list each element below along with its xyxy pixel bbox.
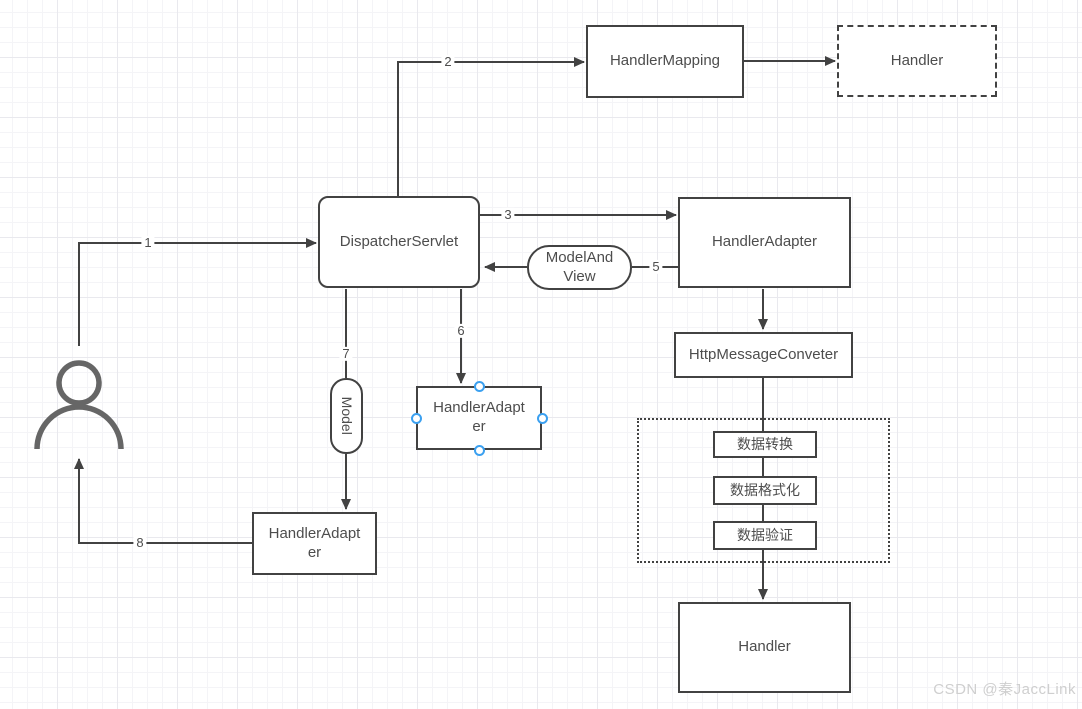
node-label: Model	[339, 396, 356, 436]
message-converter-group[interactable]	[637, 418, 890, 563]
node-label: Handler	[890, 51, 944, 69]
node-data-formatting[interactable]: 数据格式化	[713, 476, 817, 505]
edge-step8[interactable]	[74, 458, 252, 544]
node-label: HttpMessageConveter	[688, 345, 839, 363]
edge-label-6[interactable]: 6	[454, 323, 468, 339]
edge-label-1[interactable]: 1	[141, 235, 155, 251]
edge-label-3[interactable]: 3	[501, 207, 515, 223]
user-actor-icon[interactable]	[34, 360, 124, 450]
selection-handle-right[interactable]	[536, 412, 548, 424]
node-label: HandlerAdapter	[711, 233, 818, 251]
node-model[interactable]: Model	[330, 378, 363, 454]
selection-handle-bottom[interactable]	[473, 444, 485, 456]
node-label: DispatcherServlet	[339, 232, 459, 250]
node-data-conversion[interactable]: 数据转换	[713, 431, 817, 458]
node-label: 数据转换	[737, 435, 793, 452]
selection-handle-top[interactable]	[473, 380, 485, 392]
node-model-and-view[interactable]: ModelAnd View	[527, 245, 632, 290]
edge-step1[interactable]	[78, 238, 317, 346]
node-label: Handler	[738, 638, 791, 656]
node-handler-adapter-selected[interactable]: HandlerAdapt er	[416, 386, 542, 450]
selection-handle-left[interactable]	[410, 412, 422, 424]
edge-label-7[interactable]: 7	[339, 346, 353, 362]
node-label: 数据格式化	[730, 481, 800, 498]
node-dispatcher-servlet[interactable]: DispatcherServlet	[318, 196, 480, 288]
node-label: HandlerAdapt er	[433, 399, 525, 435]
node-data-validation[interactable]: 数据验证	[713, 521, 817, 550]
edge-label-8[interactable]: 8	[133, 535, 147, 551]
node-http-message-converter[interactable]: HttpMessageConveter	[674, 332, 853, 378]
edge-label-2[interactable]: 2	[441, 54, 455, 70]
node-handler-adapter-right[interactable]: HandlerAdapter	[678, 197, 851, 288]
node-handler-top[interactable]: Handler	[837, 25, 997, 97]
node-label: HandlerAdapt er	[268, 524, 361, 561]
node-handler-adapter-left[interactable]: HandlerAdapt er	[252, 512, 377, 575]
node-handler-mapping[interactable]: HandlerMapping	[586, 25, 744, 98]
node-label: HandlerMapping	[609, 52, 721, 70]
node-label: 数据验证	[737, 526, 793, 543]
node-label: ModelAnd View	[545, 248, 614, 285]
edge-label-5[interactable]: 5	[649, 259, 663, 275]
edge-step2[interactable]	[397, 57, 585, 196]
watermark: CSDN @秦JaccLink	[933, 681, 1076, 698]
node-handler-bottom[interactable]: Handler	[678, 602, 851, 693]
